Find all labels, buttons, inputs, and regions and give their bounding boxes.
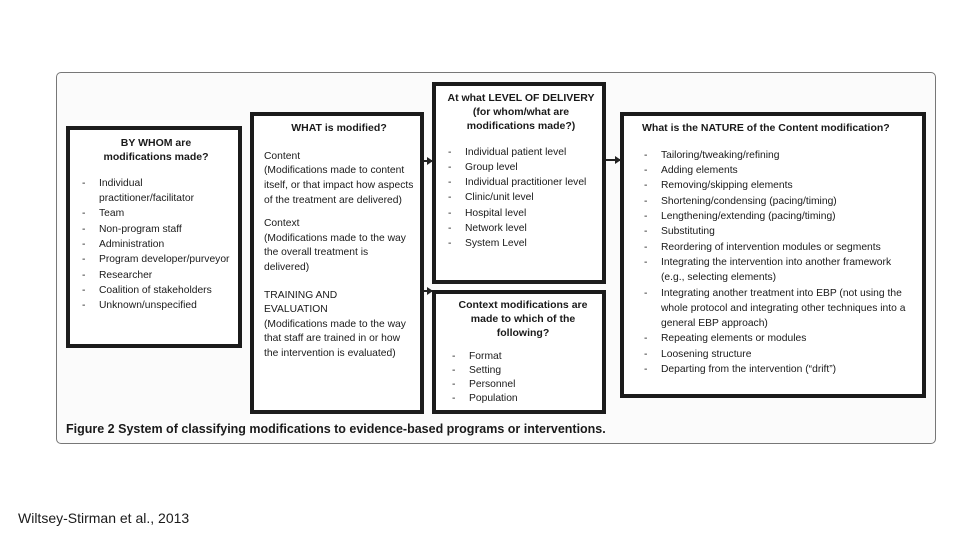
nature-item: Tailoring/tweaking/refining — [642, 148, 916, 164]
by-whom-item: Unknown/unspecified — [80, 298, 232, 314]
level-of-delivery-item: Individual patient level — [446, 145, 596, 161]
nature-item: Adding elements — [642, 163, 916, 179]
figure-caption-text: System of classifying modifications to e… — [118, 422, 606, 436]
by-whom-item: Non-program staff — [80, 222, 232, 238]
by-whom-item: Administration — [80, 237, 232, 253]
what-modified-title: WHAT is modified? — [291, 122, 387, 134]
nature-item: Shortening/condensing (pacing/timing) — [642, 194, 916, 210]
level-of-delivery-item: Network level — [446, 221, 596, 237]
figure-caption: Figure 2 System of classifying modificat… — [66, 422, 606, 436]
what-modified-box: WHAT is modified? Content (Modifications… — [250, 112, 424, 414]
level-of-delivery-item: Group level — [446, 160, 596, 176]
by-whom-item: Team — [80, 206, 232, 222]
level-of-delivery-box: At what LEVEL OF DELIVERY (for whom/what… — [432, 82, 606, 284]
by-whom-list: Individual practitioner/facilitatorTeamN… — [80, 176, 232, 314]
context-heading: Context — [264, 218, 300, 230]
content-description: (Modifications made to content itself, o… — [264, 165, 414, 206]
nature-item: Substituting — [642, 224, 916, 240]
context-modification-item: Population — [450, 392, 596, 407]
training-description: (Modifications made to the way that staf… — [264, 318, 406, 359]
content-heading: Content — [264, 150, 301, 162]
context-modifications-list: FormatSettingPersonnelPopulation — [450, 350, 596, 407]
nature-title: What is the NATURE of the Content modifi… — [642, 122, 890, 134]
training-heading: TRAINING AND EVALUATION — [264, 289, 338, 316]
context-modification-item: Setting — [450, 364, 596, 379]
context-description: (Modifications made to the way the overa… — [264, 232, 406, 274]
level-of-delivery-item: Individual practitioner level — [446, 175, 596, 191]
context-modifications-title: Context modifications are made to which … — [458, 299, 588, 339]
by-whom-item: Individual practitioner/facilitator — [80, 176, 232, 207]
nature-item: Departing from the intervention (“drift”… — [642, 362, 916, 378]
nature-list: Tailoring/tweaking/refiningAdding elemen… — [642, 148, 916, 378]
context-modification-item: Format — [450, 350, 596, 365]
nature-item: Integrating another treatment into EBP (… — [642, 286, 916, 332]
nature-item: Reordering of intervention modules or se… — [642, 240, 916, 256]
by-whom-box: BY WHOM are modifications made? Individu… — [66, 126, 242, 348]
by-whom-item: Researcher — [80, 268, 232, 284]
level-of-delivery-title-line1: At what LEVEL OF DELIVERY — [447, 92, 595, 104]
level-of-delivery-item: Hospital level — [446, 206, 596, 222]
nature-box: What is the NATURE of the Content modifi… — [620, 112, 926, 398]
by-whom-title: BY WHOM are modifications made? — [103, 137, 209, 163]
level-of-delivery-item: System Level — [446, 236, 596, 252]
nature-item: Removing/skipping elements — [642, 178, 916, 194]
by-whom-item: Program developer/purveyor — [80, 252, 232, 268]
figure-caption-label: Figure 2 — [66, 422, 115, 436]
nature-item: Repeating elements or modules — [642, 331, 916, 347]
arrow-context-to-context-modifications — [424, 287, 433, 294]
nature-item: Integrating the intervention into anothe… — [642, 255, 916, 286]
level-of-delivery-list: Individual patient levelGroup levelIndiv… — [446, 145, 596, 252]
nature-item: Loosening structure — [642, 347, 916, 363]
arrow-level-to-nature — [606, 156, 621, 163]
level-of-delivery-title-line2: (for whom/what are modifications made?) — [466, 105, 576, 132]
by-whom-item: Coalition of stakeholders — [80, 283, 232, 299]
nature-item: Lengthening/extending (pacing/timing) — [642, 209, 916, 225]
citation: Wiltsey-Stirman et al., 2013 — [18, 510, 190, 526]
context-modifications-box: Context modifications are made to which … — [432, 290, 606, 414]
context-modification-item: Personnel — [450, 378, 596, 393]
arrow-content-to-level — [424, 157, 433, 164]
level-of-delivery-item: Clinic/unit level — [446, 190, 596, 206]
